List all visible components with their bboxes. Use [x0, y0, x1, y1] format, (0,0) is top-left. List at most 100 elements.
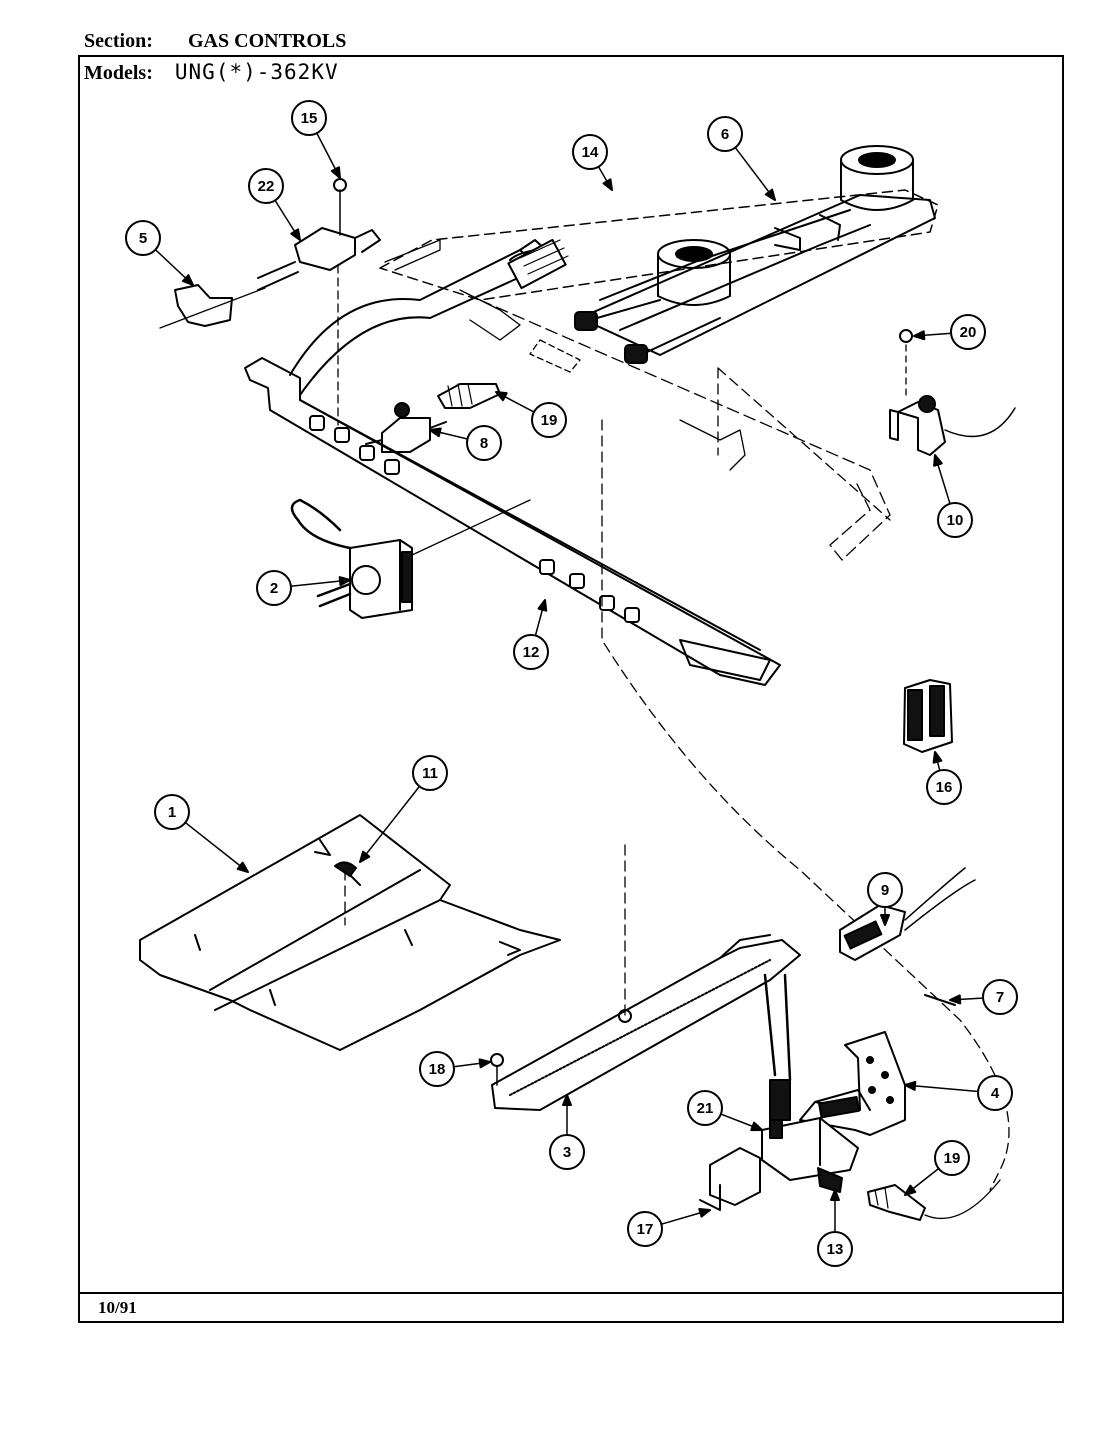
- callout-number: 15: [301, 110, 318, 127]
- callout-11: 11: [359, 755, 448, 863]
- electrode-drawing: [839, 867, 976, 1006]
- callout-13: 13: [817, 1189, 853, 1267]
- callout-19: 19: [904, 1140, 970, 1196]
- dashed-leader-lines: [344, 419, 1010, 1191]
- callout-arrowhead: [359, 850, 371, 863]
- callout-circle: [154, 794, 190, 830]
- models-value: UNG(*)-362KV: [174, 60, 339, 84]
- callout-number: 8: [480, 435, 488, 452]
- burner-valve-drawing: [159, 178, 381, 426]
- callout-14: 14: [572, 134, 613, 191]
- callout-arrowhead: [904, 1184, 917, 1196]
- callout-arrowhead: [830, 1189, 840, 1201]
- callout-number: 22: [258, 178, 275, 195]
- callout-1: 1: [154, 794, 249, 873]
- callout-arrowhead: [290, 228, 301, 241]
- callout-number: 6: [721, 126, 729, 143]
- callout-arrowhead: [602, 178, 613, 191]
- callout-arrowhead: [764, 188, 776, 201]
- dashed-bracket: [384, 239, 891, 561]
- callout-number: 10: [947, 512, 964, 529]
- callout-21: 21: [687, 1090, 763, 1132]
- callout-number: 13: [827, 1241, 844, 1258]
- callout-19: 19: [495, 391, 567, 438]
- callout-number: 5: [139, 230, 147, 247]
- callout-number: 3: [563, 1144, 571, 1161]
- callout-arrowhead: [933, 454, 943, 467]
- callout-arrowhead: [330, 166, 341, 179]
- callout-circle: [934, 1140, 970, 1176]
- callout-15: 15: [291, 100, 341, 179]
- callout-circle: [926, 769, 962, 805]
- callout-number: 11: [422, 765, 438, 782]
- section-label: Section:: [84, 30, 153, 52]
- callout-circle: [937, 502, 973, 538]
- orifice-upper-drawing: [437, 383, 501, 409]
- callout-number: 4: [991, 1085, 1000, 1102]
- callout-arrowhead: [932, 751, 943, 764]
- callout-12: 12: [513, 599, 549, 670]
- callout-16: 16: [926, 751, 962, 805]
- section-title: GAS CONTROLS: [188, 30, 347, 52]
- models-label: Models:: [84, 62, 153, 84]
- callout-arrowhead: [429, 427, 442, 438]
- junction-box-drawing: [699, 1147, 761, 1211]
- callout-circle: [466, 425, 502, 461]
- callout-arrowhead: [495, 391, 508, 402]
- callout-circle: [982, 979, 1018, 1015]
- callout-arrowhead: [537, 599, 548, 612]
- revision-date: 10/91: [98, 1298, 137, 1317]
- thermostat-drawing: [290, 498, 531, 619]
- callout-4: 4: [904, 1075, 1013, 1111]
- callout-number: 7: [996, 989, 1004, 1006]
- callout-arrowhead: [478, 1058, 491, 1069]
- callout-number: 18: [429, 1061, 446, 1078]
- callout-arrowhead: [880, 914, 890, 926]
- callout-arrowhead: [181, 274, 194, 286]
- callout-9: 9: [867, 872, 903, 926]
- callout-22: 22: [248, 168, 301, 241]
- callout-arrowhead: [949, 994, 962, 1005]
- callout-8: 8: [429, 425, 502, 461]
- footer-rule: [78, 1292, 1064, 1294]
- callout-3: 3: [549, 1094, 585, 1170]
- callout-6: 6: [707, 116, 776, 201]
- callout-circle: [950, 314, 986, 350]
- callout-number: 21: [697, 1100, 714, 1117]
- callout-number: 12: [523, 644, 540, 661]
- pilot-valve-drawing: [761, 1117, 859, 1193]
- callout-number: 16: [936, 779, 953, 796]
- callout-arrowhead: [698, 1207, 711, 1218]
- mounting-bracket-drawing: [799, 1031, 906, 1136]
- callout-circle: [125, 220, 161, 256]
- callout-number: 19: [541, 412, 558, 429]
- callout-7: 7: [949, 979, 1018, 1015]
- callout-circle: [867, 872, 903, 908]
- callout-circle: [627, 1211, 663, 1247]
- callout-arrowhead: [338, 576, 351, 587]
- diagram-frame: [78, 55, 1064, 1323]
- callout-circle: [707, 116, 743, 152]
- callout-circle: [412, 755, 448, 791]
- callout-number: 14: [582, 144, 599, 161]
- callout-circle: [419, 1051, 455, 1087]
- callout-arrowhead: [236, 861, 249, 873]
- callout-leader: [904, 1084, 978, 1093]
- callout-number: 9: [881, 882, 889, 899]
- callout-circle: [248, 168, 284, 204]
- callout-2: 2: [256, 570, 351, 606]
- callout-number: 20: [960, 324, 977, 341]
- callout-20: 20: [913, 314, 986, 350]
- manifold-drawing: [244, 238, 781, 686]
- callout-arrowhead: [750, 1121, 763, 1132]
- callout-circle: [977, 1075, 1013, 1111]
- callout-circle: [817, 1231, 853, 1267]
- callout-17: 17: [627, 1207, 711, 1247]
- orifice-lower-drawing: [867, 1179, 1001, 1221]
- pilot-tube-drawing: [490, 934, 801, 1121]
- callout-leader: [185, 822, 249, 873]
- callout-leader: [359, 786, 420, 863]
- callout-circle: [531, 402, 567, 438]
